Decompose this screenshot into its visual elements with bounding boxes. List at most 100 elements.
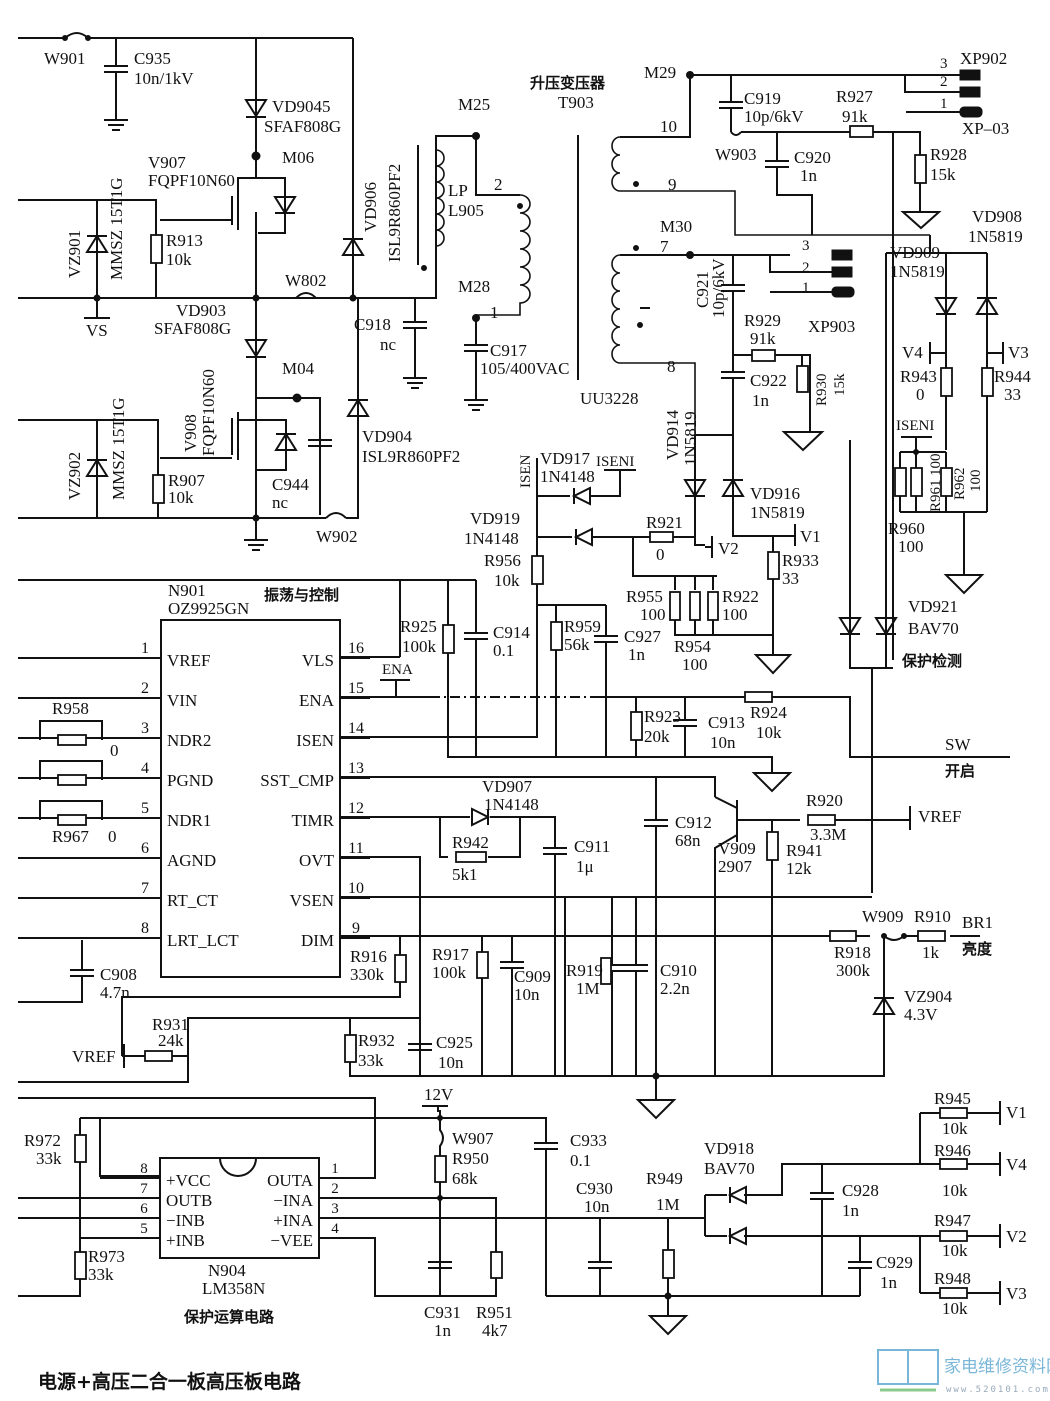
resistor-r960-icon xyxy=(894,467,907,497)
ground-icon xyxy=(751,772,793,793)
wire xyxy=(620,75,691,138)
r932-ref: R932 xyxy=(358,1031,395,1050)
r923-value: 20k xyxy=(644,727,670,746)
ground-icon xyxy=(900,183,942,230)
boost-transformer-label: 升压变压器 xyxy=(530,74,606,92)
resistor-r913-icon xyxy=(150,234,163,264)
diode-vd921b-icon xyxy=(874,617,898,636)
vd9045-ref: VD9045 xyxy=(272,97,331,116)
r930-ref: R930 xyxy=(814,373,830,406)
r916-value: 330k xyxy=(350,965,385,984)
ic-notch xyxy=(219,1157,257,1177)
resistor-r929-icon xyxy=(751,349,776,362)
r947-ref: R947 xyxy=(934,1211,971,1230)
c944-value: nc xyxy=(272,493,289,512)
r944-value: 33 xyxy=(1004,385,1021,404)
c921-ref: C921 xyxy=(693,271,712,308)
r962-value: 100 xyxy=(968,470,984,493)
protection-opamp-label: 保护运算电路 xyxy=(183,1308,275,1326)
ground-icon xyxy=(781,431,825,452)
jumper-label: W802 xyxy=(285,271,327,290)
resistor-r962-icon xyxy=(940,467,953,497)
r973-ref: R973 xyxy=(88,1247,125,1266)
wire xyxy=(340,816,567,1075)
wire xyxy=(475,136,520,196)
net-v3-2: V3 xyxy=(1006,1284,1027,1303)
test-point-m29: M29 xyxy=(644,63,676,82)
pin-number: 3 xyxy=(331,1201,339,1217)
r961-value: 100 xyxy=(928,454,944,477)
pin-number: 13 xyxy=(348,760,364,777)
ground-icon xyxy=(635,1076,677,1120)
resistor-r946-icon xyxy=(939,1158,968,1170)
dot xyxy=(517,203,523,209)
secondary-winding-2-icon xyxy=(611,254,696,440)
net-terminal xyxy=(773,524,796,546)
c930-value: 10n xyxy=(584,1197,610,1216)
r929-value: 91k xyxy=(750,329,776,348)
resistor-r925-icon xyxy=(442,624,455,654)
inductor-type: LP xyxy=(448,181,468,200)
test-point-m04: M04 xyxy=(282,359,315,378)
wire xyxy=(340,856,980,1076)
connector-xp903-alt: XP–03 xyxy=(962,119,1009,138)
r916-ref: R916 xyxy=(350,947,387,966)
pin-label: 8 xyxy=(667,357,676,376)
r959-value: 56k xyxy=(564,635,590,654)
resistor-r943-icon xyxy=(940,367,953,397)
r943-value: 0 xyxy=(916,385,925,404)
wire xyxy=(18,1017,420,1083)
r921-value: 0 xyxy=(656,545,665,564)
r907-ref: R907 xyxy=(168,471,205,490)
c911-value: 1μ xyxy=(576,857,594,876)
protection-detect-label: 保护检测 xyxy=(901,652,962,670)
node xyxy=(62,35,68,41)
vd907-part: 1N4148 xyxy=(484,795,539,814)
r918-value: 300k xyxy=(836,961,871,980)
c921-value: 10p/6kV xyxy=(709,258,728,318)
wire xyxy=(636,936,885,1077)
vd914-part: 1N5819 xyxy=(681,411,700,466)
resistor-r958-icon xyxy=(57,734,87,746)
resistor-r972-icon xyxy=(74,1134,87,1163)
net-terminal xyxy=(705,536,713,558)
pin-label: 1 xyxy=(802,280,810,296)
wire xyxy=(256,419,287,471)
net-vref: VREF xyxy=(918,807,961,826)
wire xyxy=(730,131,921,660)
wire xyxy=(546,1218,860,1297)
r917-ref: R917 xyxy=(432,945,469,964)
diode-vd917-icon xyxy=(571,486,591,506)
resistor-r910-icon xyxy=(917,930,946,942)
pin-label: 10 xyxy=(660,117,677,136)
zener-vz904-icon xyxy=(872,996,896,1015)
c912-ref: C912 xyxy=(675,813,712,832)
wire xyxy=(886,235,987,254)
diode-vd904-icon xyxy=(346,398,370,417)
v909-part: 2907 xyxy=(718,857,753,876)
pin-label: 9 xyxy=(668,175,677,194)
resistor-r942-icon xyxy=(766,831,779,861)
r945-value: 10k xyxy=(942,1119,968,1138)
vd917-part: 1N4148 xyxy=(540,467,595,486)
vd908-part: 1N5819 xyxy=(968,227,1023,246)
vz904-ref: VZ904 xyxy=(904,987,953,1006)
r917-value: 100k xyxy=(432,963,467,982)
r941-ref: R920 xyxy=(806,791,843,810)
resistor-r924-icon xyxy=(744,691,773,703)
wire xyxy=(340,604,618,757)
r967-value: 0 xyxy=(108,827,117,846)
inductor-ref: L905 xyxy=(448,201,484,220)
resistor-r920-icon xyxy=(455,851,487,863)
resistor-r945-icon xyxy=(939,1107,968,1119)
c913-value: 10n xyxy=(710,733,736,752)
test-point-m06: M06 xyxy=(282,148,314,167)
net-v1-2: V1 xyxy=(1006,1103,1027,1122)
v908-part: FQPF10N60 xyxy=(199,369,218,456)
wire xyxy=(121,936,401,1056)
dot xyxy=(637,322,643,328)
r931-ref: R931 xyxy=(152,1015,189,1034)
diode-vd918b-icon xyxy=(727,1226,747,1246)
pin-name: OUTB xyxy=(166,1191,212,1210)
